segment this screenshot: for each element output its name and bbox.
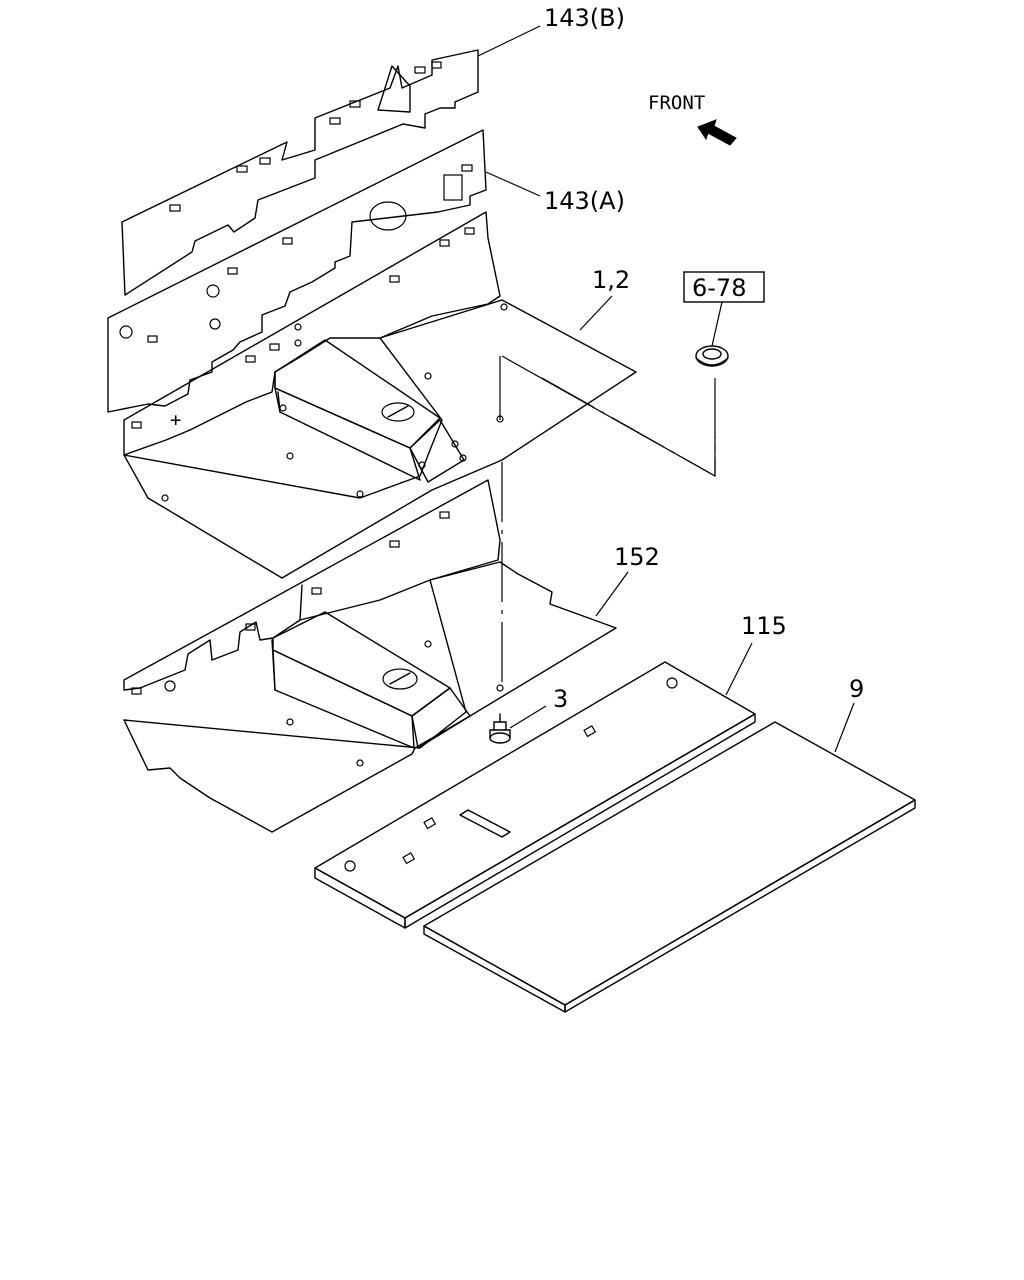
- part-152-floor-mat: [123, 479, 617, 833]
- callout-1-2: 1,2: [592, 266, 630, 294]
- callout-3: 3: [553, 685, 568, 713]
- grommet-6-78: [695, 345, 729, 367]
- part-143a-panel: [107, 129, 487, 413]
- part-115-plate: [314, 661, 756, 929]
- callout-9: 9: [849, 675, 864, 703]
- connection-lines: [499, 355, 716, 690]
- callout-leaders: [477, 25, 855, 753]
- callout-115: 115: [741, 612, 787, 640]
- callout-143b: 143(B): [544, 4, 625, 32]
- callout-152: 152: [614, 543, 660, 571]
- part-1-2-floor-insulator: +: [123, 211, 637, 579]
- callout-143a: 143(A): [544, 187, 625, 215]
- svg-text:+: +: [170, 409, 181, 431]
- ref-box-frame: [683, 271, 765, 303]
- arrow-icon: [697, 119, 737, 146]
- part-143b-panel: [121, 49, 479, 296]
- ref-box-6-78[interactable]: 6-78: [692, 274, 746, 302]
- part-3-clip: [489, 713, 511, 744]
- part-9-mat: [423, 721, 916, 1013]
- front-label: FRONT: [648, 92, 705, 114]
